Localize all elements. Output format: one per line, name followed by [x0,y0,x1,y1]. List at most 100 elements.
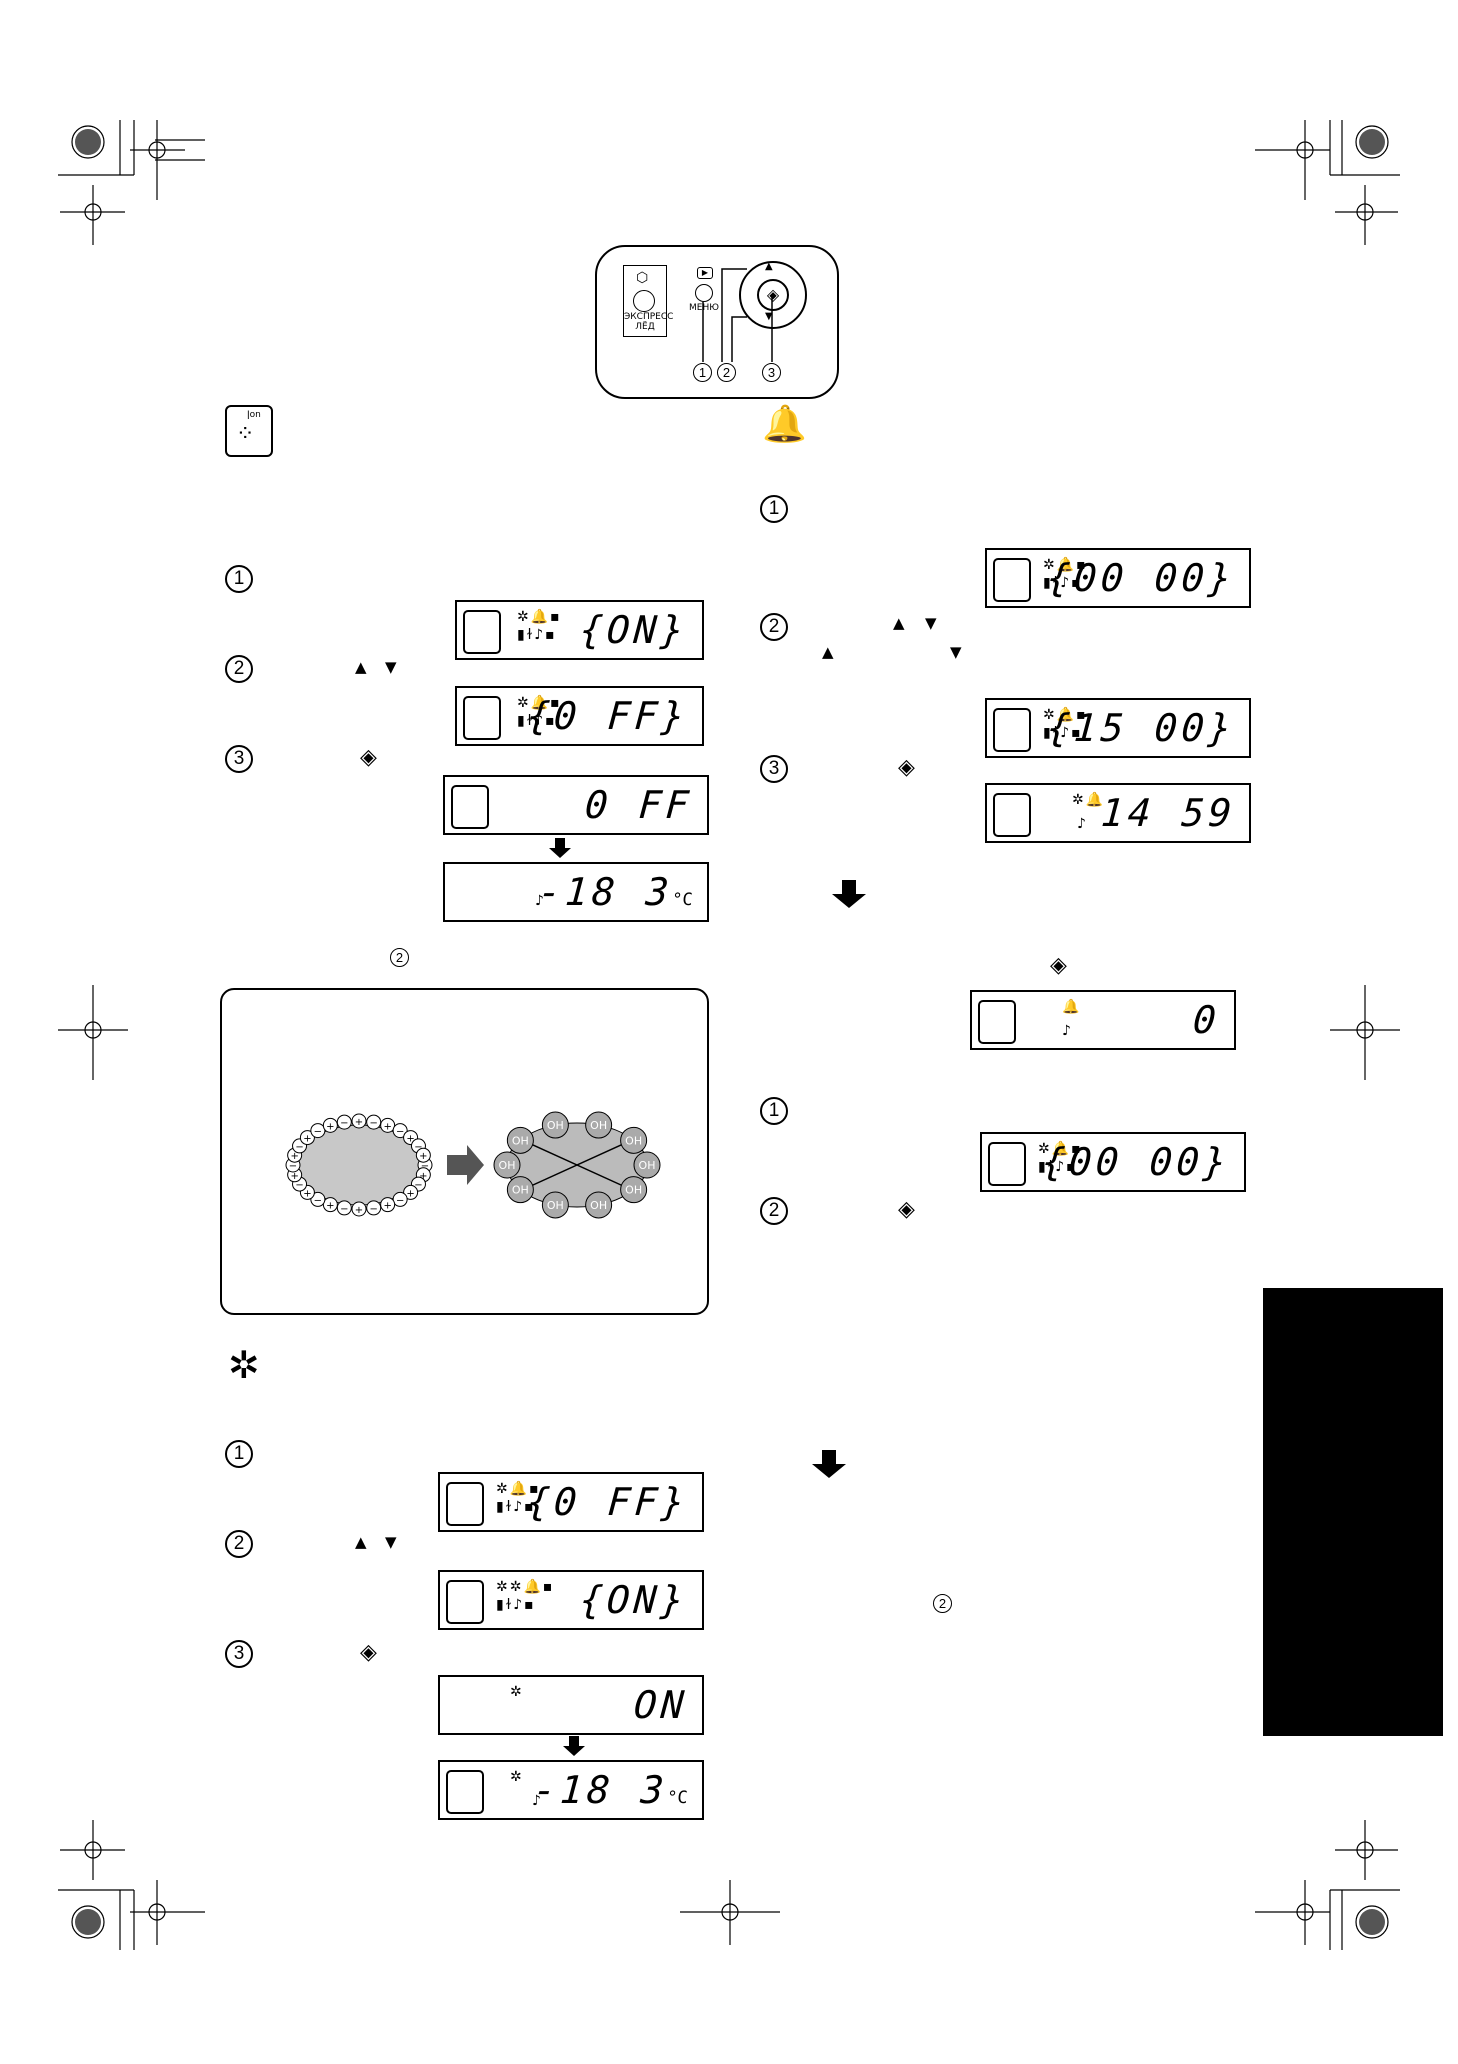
status-icons: ✲🔔▪▮ɫ♪▪ [1043,557,1088,591]
grape-icon [993,708,1031,752]
up-button[interactable]: ▲ [765,261,773,272]
grape-icon [446,1482,484,1526]
freeze-lcd-3: ✲ ON [438,1675,704,1735]
status-icons: ✲🔔▪▮ɫ♪▪ [1038,1141,1083,1175]
ion-sign: − [369,1118,377,1129]
oh-radical [585,1111,613,1139]
grape-icon [451,785,489,829]
ion-sign: − [314,1195,322,1206]
melody-icon: ♪ [1062,1023,1073,1039]
enter-icon: ◈ [1050,953,1067,978]
down-arrow-head [812,1464,846,1478]
alarm-lcd-1: ✲🔔▪▮ɫ♪▪ {00 00} [985,548,1251,608]
up-arrow-icon: ▲ [355,1533,367,1551]
down-arrow-icon: ▼ [385,658,397,676]
ion-note-ref: 2 [390,948,409,967]
melody-icon: ♪ [532,1793,543,1809]
ion-sign: − [396,1195,404,1206]
down-arrow-icon [569,1736,579,1746]
status-icons: ✲🔔▪▮ɫ♪▪ [496,1481,541,1515]
oh-label: OH [625,1134,642,1147]
chapter-tab [1263,1288,1443,1736]
express-ice-button[interactable] [633,290,655,312]
snowflake-small-icon: ✲ [510,1769,524,1785]
ion-sign: + [326,1121,334,1132]
ion-particle [322,1197,338,1213]
ion-sign: + [290,1171,298,1182]
alarm-step-3: 3 [760,755,788,783]
ion-step-2: 2 [225,655,253,683]
alarm-note-ref: 2 [933,1594,952,1613]
enter-icon: ◈ [898,755,915,780]
ion-grape-icon: ǀon ⁘ [225,405,273,457]
grape-icon [463,696,501,740]
status-icons: ✲🔔▪▮ɫ♪▪ [517,695,562,729]
down-arrow-icon [842,880,856,894]
status-icons: ✲✲🔔▪▮ɫ♪▪ [496,1579,555,1613]
oh-label: OH [499,1159,516,1172]
status-icons: ✲🔔▪▮ɫ♪▪ [1043,707,1088,741]
freeze-step-2: 2 [225,1530,253,1558]
ion-particle [366,1200,382,1216]
ion-sign: + [406,1134,414,1145]
alarm-lcd-3: ✲🔔 ♪ 14 59 [985,783,1251,843]
enter-button[interactable]: ◈ [757,279,789,311]
alarm-lcd-4: 🔔 ♪ 0 [970,990,1236,1050]
down-arrow-head [549,848,571,858]
oh-label: OH [512,1134,529,1147]
ion-sign: − [289,1161,297,1172]
down-button[interactable]: ▼ [765,311,773,322]
ion-sign: − [295,1180,303,1191]
oh-label: OH [547,1199,564,1212]
ion-particle [403,1184,419,1200]
ion-particle [351,1113,367,1129]
down-arrow-icon [822,1450,836,1464]
ion-particle [310,1191,326,1207]
menu-button[interactable] [695,284,713,302]
oh-radical [541,1191,569,1219]
ion-sign: − [414,1180,422,1191]
dial[interactable] [739,261,807,329]
alarm-step-1: 1 [760,495,788,523]
oh-label: OH [590,1199,607,1212]
freeze-lcd-2: ✲✲🔔▪▮ɫ♪▪ {ON} [438,1570,704,1630]
oh-radical [541,1111,569,1139]
ion-step-1: 1 [225,565,253,593]
snowflake-small-icon: ✲ [510,1684,524,1700]
melody-icon: ♪ [1077,816,1088,832]
ion-particle [380,1197,396,1213]
ion-lcd-1: ✲🔔▪▮ɫ♪▪ {ON} [455,600,704,660]
freeze-step-3: 3 [225,1640,253,1668]
ion-sign: + [383,1201,391,1212]
play-icon: ▶ [697,267,713,279]
alarm-lcd-2: ✲🔔▪▮ɫ♪▪ {15 00} [985,698,1251,758]
ion-particle [336,1114,352,1130]
oh-label: OH [547,1119,564,1132]
ion-particle [415,1147,431,1163]
ion-particle [310,1123,326,1139]
control-panel: ⬡ ЭКСПРЕСС ЛЁД ▶ МЕНЮ ▲ ▼ ◈ 1 2 3 [595,245,839,399]
ion-lcd-2: ✲🔔▪▮ɫ♪▪ {0 FF} [455,686,704,746]
alarm-lcd-5: ✲🔔▪▮ɫ♪▪ {00 00} [980,1132,1246,1192]
enter-icon: ◈ [360,1640,377,1665]
oh-label: OH [639,1159,656,1172]
ion-sign: − [414,1142,422,1153]
ion-particle [392,1191,408,1207]
down-arrow-head [832,894,866,908]
down-arrow-icon: ▼ [925,614,937,632]
menu-label: МЕНЮ [689,303,719,313]
ion-lcd-3: 0 FF [443,775,709,835]
up-arrow-icon: ▲ [893,614,905,632]
alarm-stop-step-2: 2 [760,1197,788,1225]
callout-2: 2 [717,363,736,382]
oh-label: OH [625,1184,642,1197]
ion-sign: + [326,1201,334,1212]
ion-sign: − [396,1127,404,1138]
ion-sign: + [355,1117,363,1128]
ion-sign: + [355,1205,363,1216]
oh-label: OH [512,1184,529,1197]
alarm-step-2: 2 [760,613,788,641]
bell-small-icon: 🔔 [1062,999,1082,1015]
down-arrow-icon: ▼ [385,1533,397,1551]
ion-sign: + [419,1151,427,1162]
